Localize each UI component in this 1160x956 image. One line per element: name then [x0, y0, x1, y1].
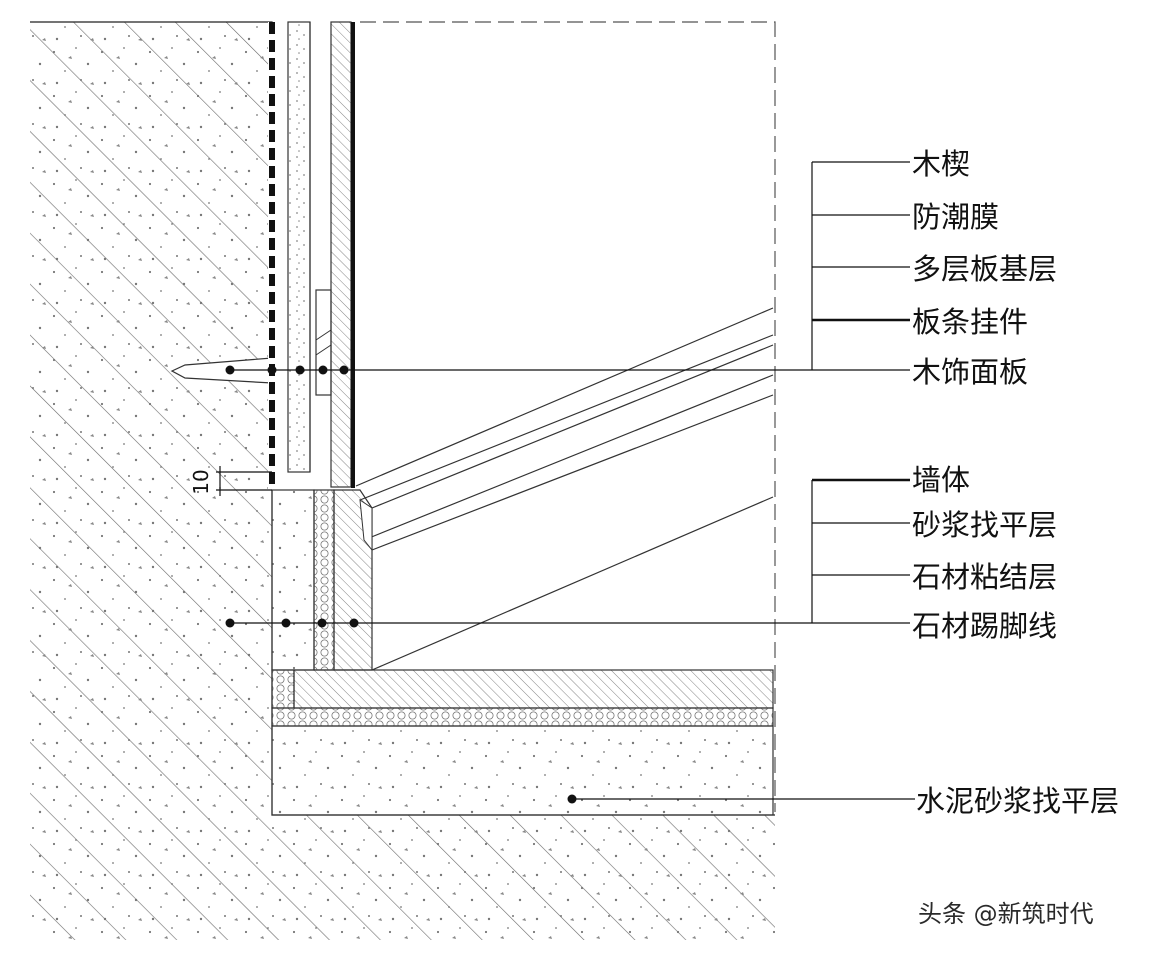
upper-finish-layers	[268, 21, 355, 490]
section-boundary	[360, 21, 776, 812]
floor-adhesive	[271, 707, 774, 727]
labels-lower: 墙体 砂浆找平层 石材粘结层 石材踢脚线	[912, 463, 1057, 643]
dimension-marker: 10	[189, 466, 272, 496]
label-wall: 墙体	[912, 463, 970, 497]
watermark: 头条 @新筑时代	[918, 900, 1094, 928]
label-stone-adhesive: 石材粘结层	[912, 560, 1057, 594]
label-batten-hanger: 板条挂件	[912, 305, 1028, 339]
leader-dots-lower	[225, 618, 359, 628]
label-moisture-membrane: 防潮膜	[912, 200, 999, 234]
dimension-value: 10	[189, 469, 213, 494]
label-wood-panel: 木饰面板	[912, 355, 1028, 389]
wall-speckle	[30, 22, 775, 940]
leader-dots-upper	[225, 365, 349, 375]
cement-mortar-screed	[271, 725, 774, 816]
label-cement-screed: 水泥砂浆找平层	[916, 784, 1119, 818]
label-mortar-leveling: 砂浆找平层	[912, 508, 1057, 542]
stone-adhesive	[313, 489, 335, 671]
label-plywood-base: 多层板基层	[912, 252, 1057, 286]
wood-panel	[330, 21, 352, 488]
mortar-leveling	[271, 489, 315, 671]
plywood-base	[287, 21, 311, 473]
skirting-zone	[271, 307, 774, 671]
batten-hanger	[315, 289, 332, 396]
floor-bubble-side	[271, 669, 295, 709]
stone-skirting	[333, 489, 373, 671]
leaders-lower	[230, 478, 910, 624]
floor-layers	[271, 669, 774, 816]
floor-stone	[293, 669, 774, 709]
label-wood-wedge: 木楔	[912, 147, 970, 181]
label-stone-skirting: 石材踢脚线	[912, 609, 1057, 643]
leader-floor-dot	[567, 794, 577, 804]
labels-upper: 木楔 防潮膜 多层板基层 板条挂件 木饰面板	[912, 147, 1057, 389]
